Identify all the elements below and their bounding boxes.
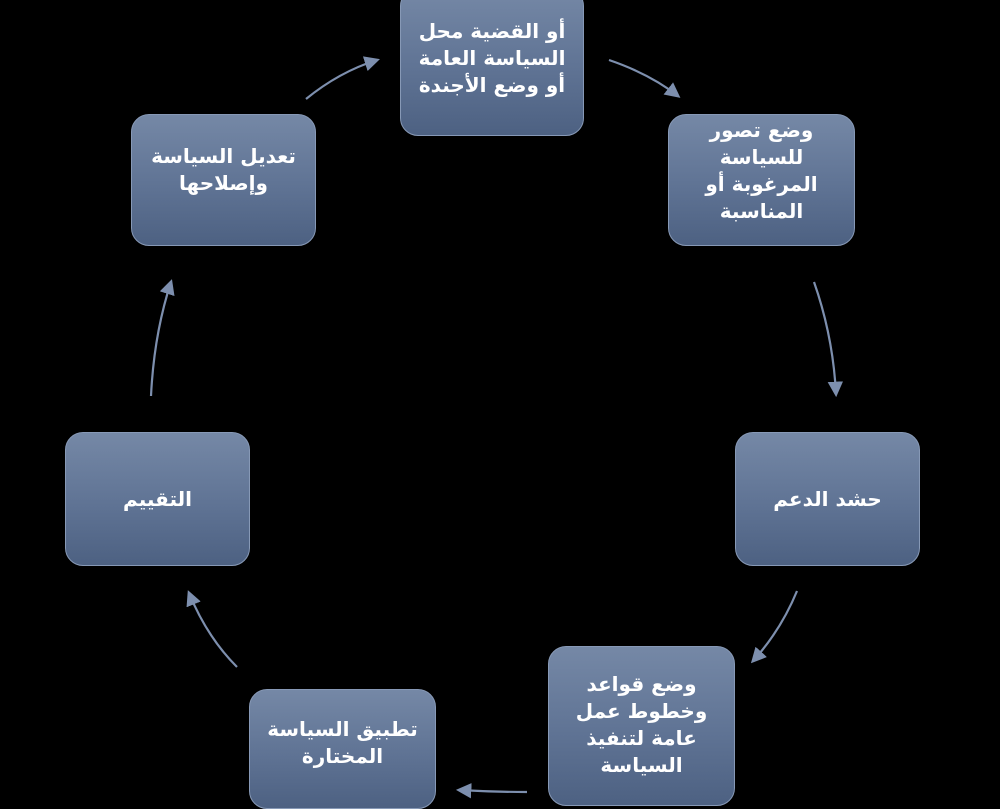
- node-policy-formulation-label: وضع تصور للسياسة المرغوبة أو المناسبة: [705, 118, 818, 223]
- arrow-n4-to-n5: [455, 783, 528, 799]
- arrow-n6-to-n7: [149, 279, 175, 397]
- node-policy-implementation: تطبيق السياسة المختارة: [249, 689, 436, 809]
- node-evaluation: التقييم: [65, 432, 250, 566]
- node-support-mobilization: حشد الدعم: [735, 432, 920, 566]
- arrow-n3-to-n4: [750, 590, 799, 664]
- node-agenda-setting: أو القضية محل السياسة العامة أو وضع الأج…: [400, 0, 584, 136]
- arrow-n1-to-n2: [608, 58, 681, 98]
- node-agenda-setting-label: أو القضية محل السياسة العامة أو وضع الأج…: [418, 19, 566, 97]
- arrow-n2-to-n3: [812, 281, 844, 398]
- node-policy-formulation: وضع تصور للسياسة المرغوبة أو المناسبة: [668, 114, 855, 246]
- node-support-mobilization-label: حشد الدعم: [773, 486, 882, 511]
- node-policy-implementation-label: تطبيق السياسة المختارة: [267, 717, 418, 768]
- node-policy-revision: تعديل السياسة وإصلاحها: [131, 114, 316, 246]
- arrow-n5-to-n6: [186, 590, 238, 668]
- arrow-n7-to-n1: [305, 56, 380, 100]
- node-implementation-rules: وضع قواعد وخطوط عمل عامة لتنفيذ السياسة: [548, 646, 735, 806]
- node-evaluation-label: التقييم: [123, 486, 192, 511]
- node-policy-revision-label: تعديل السياسة وإصلاحها: [151, 144, 296, 195]
- node-implementation-rules-label: وضع قواعد وخطوط عمل عامة لتنفيذ السياسة: [575, 672, 708, 777]
